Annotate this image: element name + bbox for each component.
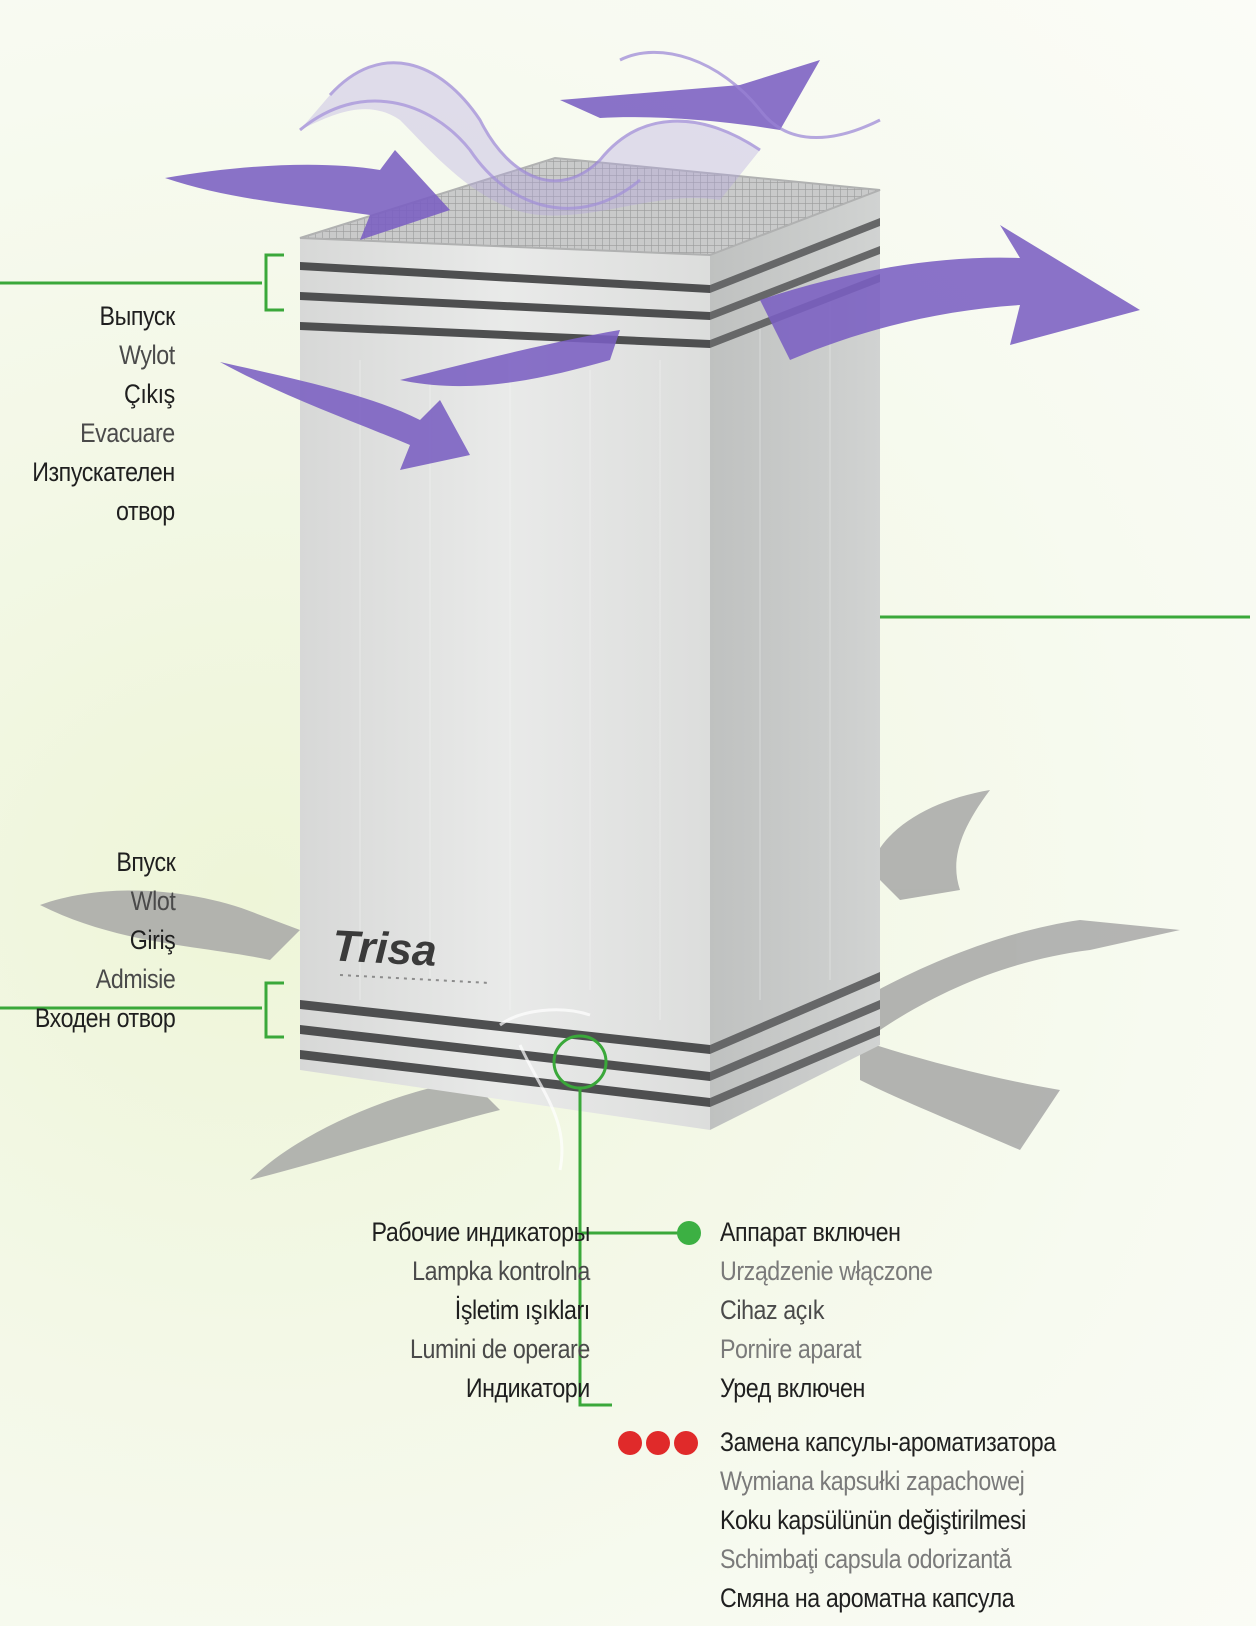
device-on-label-tr: Cihaz açık	[720, 1295, 825, 1325]
outlet-arrow-top-left	[165, 150, 450, 240]
inlet-label-ro: Admisie	[95, 964, 175, 994]
inlet-swirl	[499, 1008, 591, 1171]
red-leds-icon	[618, 1431, 698, 1455]
outlet-label-ro: Evacuare	[80, 418, 175, 448]
inlet-vents	[300, 972, 880, 1107]
outlet-label-pl: Wylot	[119, 340, 175, 370]
inlet-label-tr: Giriş	[129, 925, 175, 955]
device-on-label-bg: Уред включен	[720, 1373, 865, 1403]
indicator-label-ru: Рабочие индикаторы	[371, 1217, 591, 1247]
green-led-icon	[677, 1221, 701, 1245]
outlet-label-bg-2: отвор	[116, 496, 175, 526]
device-on-label-ru: Аппарат включен	[720, 1217, 901, 1247]
indicator-label-bg: Индикатори	[466, 1373, 590, 1403]
purifier-front-face	[300, 238, 710, 1130]
inlet-arrow-right-top	[870, 790, 990, 900]
capsule-label-bg: Смяна на ароматна капсула	[720, 1583, 1015, 1613]
device-on-labels: Аппарат включен Urządzenie włączone Ciha…	[720, 1213, 933, 1408]
indicator-label-ro: Lumini de operare	[410, 1334, 590, 1364]
capsule-label-ru: Замена капсулы-ароматизатора	[720, 1427, 1056, 1457]
capsule-label-tr: Koku kapsülünün değiştirilmesi	[720, 1505, 1026, 1535]
outlet-label-ru: Выпуск	[99, 301, 176, 331]
inlet-arrow-right	[860, 920, 1180, 1030]
outlet-arrow-left	[220, 362, 470, 470]
inlet-airflow-arrows	[40, 790, 1180, 1180]
inlet-label-pl: Wlot	[130, 886, 175, 916]
brand-logo: Trisa	[331, 921, 438, 975]
outlet-arrow-right	[760, 225, 1140, 360]
outlet-swirl-fill	[300, 62, 760, 216]
indicator-label-tr: İşletim ışıkları	[454, 1295, 590, 1325]
inlet-arrow-right-lower	[860, 1040, 1060, 1150]
outlet-arrow-center	[400, 330, 620, 387]
indicator-leader	[578, 1088, 685, 1407]
outlet-label-tr: Çıkış	[124, 379, 175, 409]
inlet-labels: Впуск Wlot Giriş Admisie Входен отвор	[34, 843, 175, 1038]
outlet-arrow-top-right	[560, 60, 820, 130]
inlet-label-bg: Входен отвор	[34, 1003, 175, 1033]
leader-lines	[0, 253, 1250, 1407]
outlet-airflow-arrows	[165, 60, 1140, 470]
outlet-labels: Выпуск Wylot Çıkış Evacuare Изпускателен…	[32, 297, 175, 531]
capsule-label-pl: Wymiana kapsułki zapachowej	[720, 1466, 1025, 1496]
outlet-swirl	[299, 50, 881, 210]
device-on-label-pl: Urządzenie włączone	[720, 1256, 933, 1286]
capsule-label-ro: Schimbaţi capsula odorizantă	[720, 1544, 1012, 1574]
outlet-leader	[0, 253, 284, 312]
inlet-label-ru: Впуск	[115, 847, 175, 877]
outlet-label-bg-1: Изпускателен	[32, 457, 175, 487]
inlet-leader	[0, 981, 284, 1039]
purifier-side-face	[710, 190, 880, 1130]
brushed-texture	[359, 300, 831, 1020]
inlet-arrow-left	[40, 890, 300, 960]
indicator-labels: Рабочие индикаторы Lampka kontrolna İşle…	[371, 1213, 591, 1408]
device-on-label-ro: Pornire aparat	[720, 1334, 862, 1364]
capsule-labels: Замена капсулы-ароматизатора Wymiana kap…	[720, 1423, 1056, 1618]
indicator-label-pl: Lampka kontrolna	[412, 1256, 590, 1286]
inlet-arrow-left-lower	[250, 1080, 500, 1180]
brand-logo-subline	[339, 974, 491, 984]
